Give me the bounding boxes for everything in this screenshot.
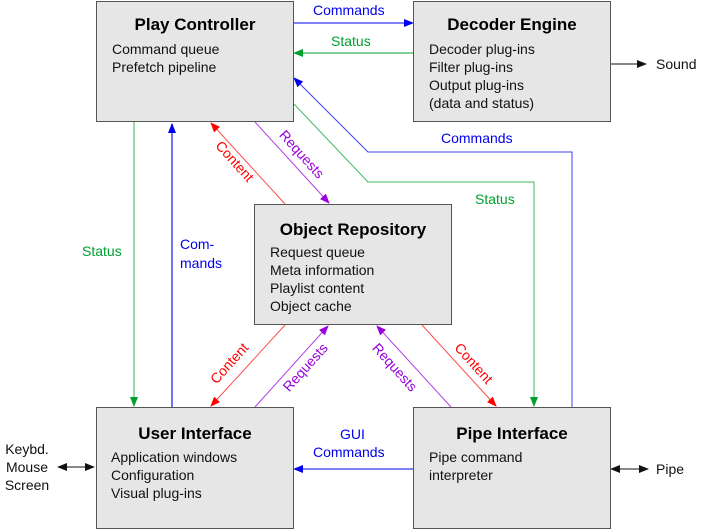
decoder-engine-title: Decoder Engine <box>447 15 577 34</box>
label-ui-to-pc-commands-2: mands <box>180 255 223 271</box>
arrow-ui-to-or-requests <box>254 325 329 408</box>
decoder-engine-line: Filter plug-ins <box>429 59 514 75</box>
external-mouse-label: Mouse <box>5 459 49 475</box>
arrow-pi-to-or-requests <box>376 325 452 408</box>
object-repository-line: Playlist content <box>270 280 365 296</box>
label-de-to-pc-status: Status <box>331 33 371 49</box>
external-sound-label: Sound <box>656 56 697 72</box>
pipe-interface-line: Pipe command <box>429 449 523 465</box>
pipe-interface-box[interactable]: Pipe Interface Pipe command interpreter <box>413 407 611 529</box>
decoder-engine-line: Decoder plug-ins <box>429 41 535 57</box>
object-repository-line: Object cache <box>270 298 352 314</box>
label-pc-to-ui-status: Status <box>82 243 122 259</box>
decoder-engine-line: Output plug-ins <box>429 77 524 93</box>
object-repository-box[interactable]: Object Repository Request queue Meta inf… <box>254 204 452 325</box>
label-pi-to-ui-gui: GUI <box>340 426 365 442</box>
object-repository-line: Request queue <box>270 244 365 260</box>
label-pi-to-ui-gui-commands: Commands <box>313 444 385 460</box>
play-controller-box[interactable]: Play Controller Command queue Prefetch p… <box>96 1 294 122</box>
play-controller-line: Prefetch pipeline <box>112 59 217 75</box>
label-pc-to-pi-status: Status <box>475 191 515 207</box>
decoder-engine-line: (data and status) <box>429 95 535 111</box>
arrow-or-to-ui-content <box>210 324 286 407</box>
arrow-pc-to-or-requests <box>254 121 330 204</box>
arrow-pc-to-pi-status <box>293 103 538 407</box>
external-screen-label: Screen <box>4 477 50 493</box>
arrow-or-to-pi-content <box>421 324 497 407</box>
arrow-pi-to-pc-commands <box>293 77 573 408</box>
user-interface-line: Application windows <box>111 449 238 465</box>
user-interface-title: User Interface <box>138 424 252 443</box>
user-interface-line: Configuration <box>111 467 195 483</box>
user-interface-box[interactable]: User Interface Application windows Confi… <box>96 407 294 529</box>
object-repository-line: Meta information <box>270 262 375 278</box>
external-keyboard-label: Keybd. <box>5 441 49 457</box>
external-pipe-label: Pipe <box>656 461 685 477</box>
pipe-interface-title: Pipe Interface <box>456 424 568 443</box>
arrow-or-to-pc-content <box>210 122 286 205</box>
object-repository-title: Object Repository <box>279 220 427 239</box>
decoder-engine-box[interactable]: Decoder Engine Decoder plug-ins Filter p… <box>413 1 611 122</box>
user-interface-line: Visual plug-ins <box>111 485 202 501</box>
play-controller-title: Play Controller <box>134 15 256 34</box>
label-pi-to-pc-commands: Commands <box>441 130 513 146</box>
pipe-interface-line: interpreter <box>429 467 493 483</box>
label-pc-to-de-commands: Commands <box>313 2 385 18</box>
play-controller-line: Command queue <box>112 41 220 57</box>
label-ui-to-pc-commands: Com- <box>180 236 215 252</box>
